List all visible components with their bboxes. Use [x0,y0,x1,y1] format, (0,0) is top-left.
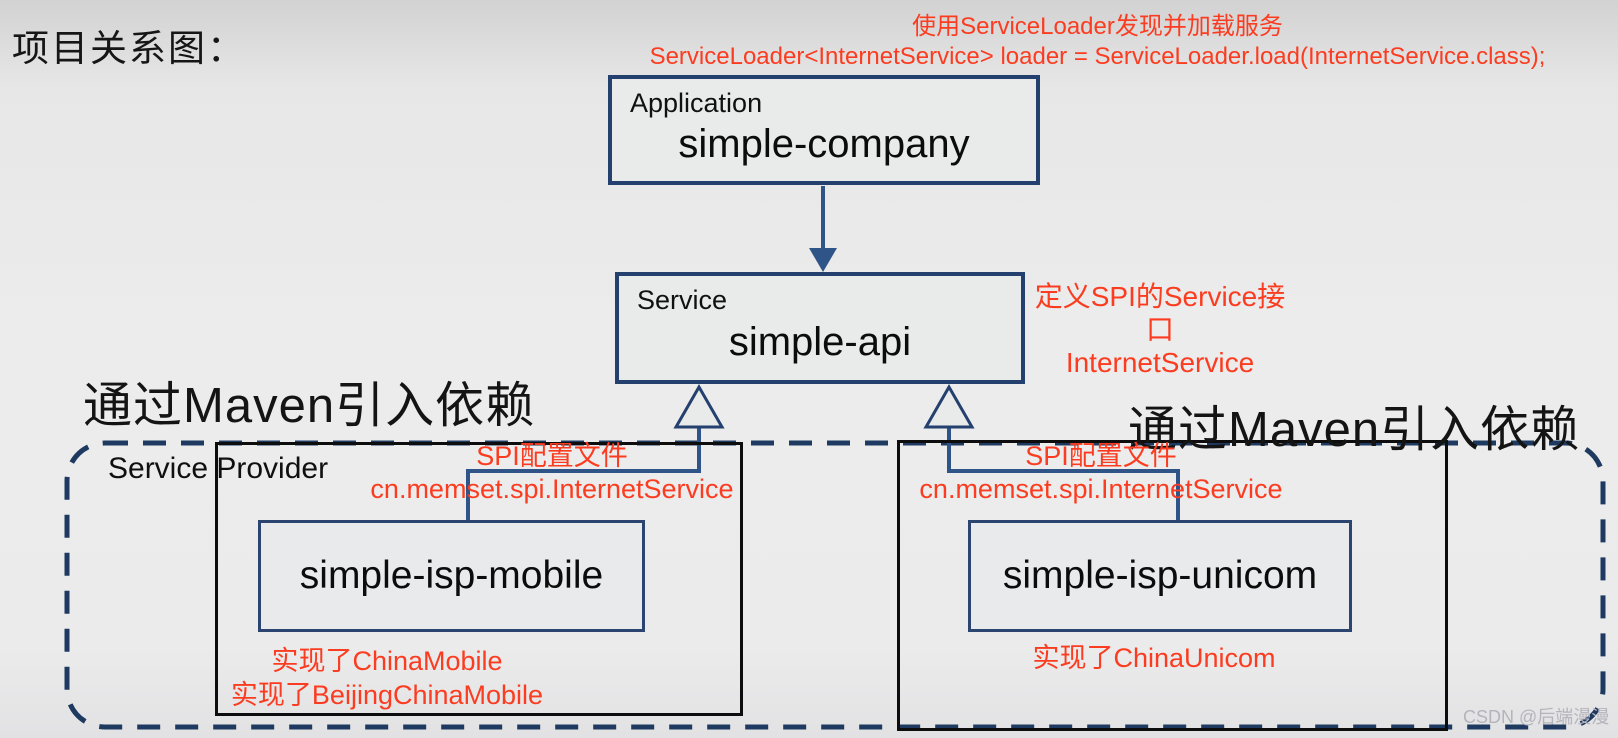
spi-config-annotation-left-line2: cn.memset.spi.InternetService [370,474,734,504]
spi-interface-annotation: 定义SPI的Service接口 InternetService [1030,280,1290,379]
spi-interface-annotation-line1: 定义SPI的Service接口 [1034,281,1286,345]
provider-module-box-unicom [897,440,1448,731]
node-service-name: simple-api [728,319,912,364]
node-application: Application simple-company [608,75,1040,185]
spi-config-annotation-left: SPI配置文件 cn.memset.spi.InternetService [357,440,747,506]
service-loader-annotation: 使用ServiceLoader发现并加载服务 ServiceLoader<Int… [590,12,1605,72]
service-loader-annotation-line1: 使用ServiceLoader发现并加载服务 [912,13,1283,40]
node-application-name: simple-company [678,121,970,166]
generalization-connector-left [466,427,701,521]
spi-config-annotation-right-line1: SPI配置文件 [1025,441,1177,471]
impl-annotation-mobile-line1: 实现了ChinaMobile [271,646,503,676]
impl-annotation-unicom-line1: 实现了ChinaUnicom [1032,643,1276,673]
watermark: CSDN @后端漫漫 [1463,707,1610,727]
node-simple-isp-mobile-name: simple-isp-mobile [299,554,604,597]
maven-dependency-label-left: 通过Maven引入依赖 [83,379,536,433]
generalization-triangle-left-icon [673,383,725,429]
maven-dependency-label-right: 通过Maven引入依赖 [1128,403,1581,457]
node-simple-isp-mobile: simple-isp-mobile [258,520,645,632]
impl-annotation-mobile-line2: 实现了BeijingChinaMobile [230,680,544,710]
generalization-connector-right [947,427,1180,521]
spi-config-annotation-left-line1: SPI配置文件 [476,441,628,471]
service-provider-label: Service Provider [108,452,329,485]
generalization-triangle-right-icon [923,383,975,429]
service-provider-dashed-boundary [64,440,1606,730]
impl-annotation-mobile: 实现了ChinaMobile 实现了BeijingChinaMobile [207,644,567,712]
service-loader-annotation-line2: ServiceLoader<InternetService> loader = … [649,43,1546,70]
node-simple-isp-unicom: simple-isp-unicom [968,520,1352,632]
impl-annotation-unicom: 实现了ChinaUnicom [974,636,1334,675]
provider-module-box-mobile [215,442,743,716]
page-title: 项目关系图： [12,28,246,69]
spi-interface-annotation-line2: InternetService [1065,347,1255,378]
dependency-arrow-head-icon [809,248,837,272]
node-service-stereotype: Service [637,285,728,315]
node-simple-isp-unicom-name: simple-isp-unicom [1002,554,1318,597]
spi-config-annotation-right: SPI配置文件 cn.memset.spi.InternetService [906,440,1296,506]
node-service: Service simple-api [615,272,1025,384]
node-application-stereotype: Application [630,88,763,118]
spi-config-annotation-right-line2: cn.memset.spi.InternetService [919,474,1283,504]
